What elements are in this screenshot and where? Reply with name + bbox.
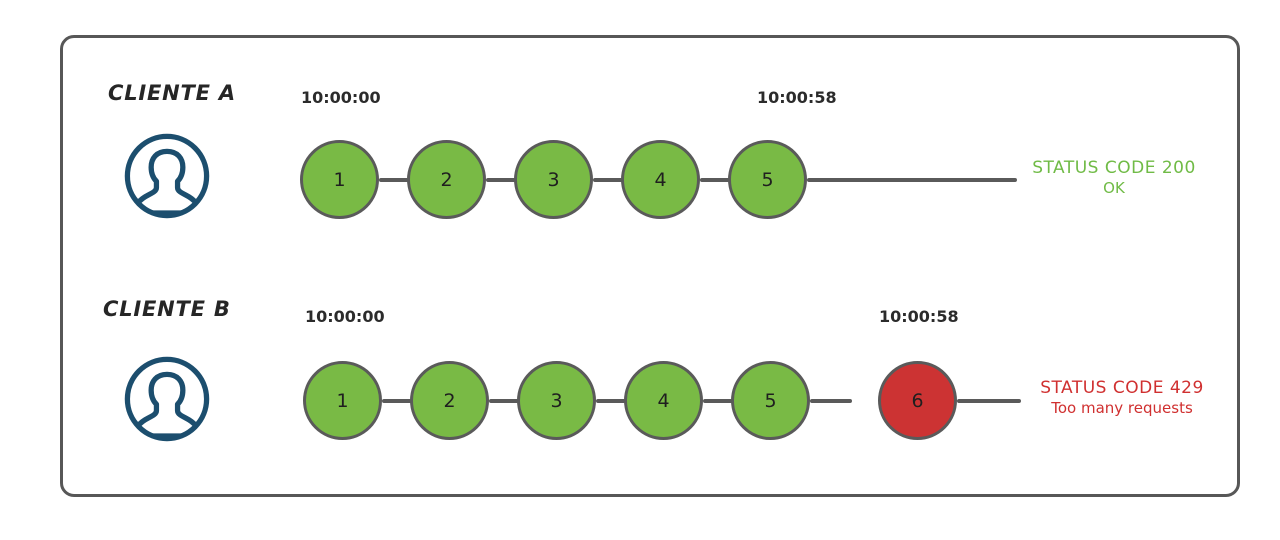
client-label-a: CLIENTE A [108, 81, 236, 105]
connector-a-tail [807, 178, 1017, 182]
request-node-label: 1 [333, 168, 346, 191]
request-node-label: 4 [657, 389, 670, 412]
user-avatar-icon [123, 355, 211, 443]
request-node-label: 6 [911, 389, 924, 412]
request-node[interactable]: 2 [407, 140, 486, 219]
connector-b-4 [703, 399, 745, 403]
timestamp-start-b: 10:00:00 [305, 307, 385, 326]
connector-b-5 [810, 399, 852, 403]
request-node[interactable]: 4 [621, 140, 700, 219]
request-node-label: 1 [336, 389, 349, 412]
status-code-a: STATUS CODE 200 [1032, 158, 1196, 178]
timestamp-start-a: 10:00:00 [301, 88, 381, 107]
connector-b-3 [596, 399, 638, 403]
client-label-b: CLIENTE B [103, 297, 231, 321]
connector-b-1 [382, 399, 424, 403]
request-node-label: 4 [654, 168, 667, 191]
request-node[interactable]: 1 [303, 361, 382, 440]
request-node[interactable]: 3 [514, 140, 593, 219]
request-node[interactable]: 5 [731, 361, 810, 440]
status-detail-a: OK [1103, 178, 1125, 197]
client-row-a: CLIENTE A 10:00:00 10:00:58 1 2 3 [0, 0, 1280, 219]
connector-a-1 [379, 178, 421, 182]
connector-a-3 [593, 178, 635, 182]
request-node[interactable]: 2 [410, 361, 489, 440]
connector-a-4 [700, 178, 742, 182]
request-node[interactable]: 4 [624, 361, 703, 440]
user-avatar-icon [123, 132, 211, 220]
status-detail-b: Too many requests [1051, 398, 1193, 417]
request-node[interactable]: 3 [517, 361, 596, 440]
timestamp-end-b: 10:00:58 [879, 307, 959, 326]
request-node[interactable]: 1 [300, 140, 379, 219]
request-node-label: 5 [761, 168, 774, 191]
status-code-b: STATUS CODE 429 [1040, 378, 1204, 398]
request-node-label: 5 [764, 389, 777, 412]
connector-a-2 [486, 178, 528, 182]
status-message-a: STATUS CODE 200 OK [1024, 158, 1204, 197]
request-node-label: 3 [547, 168, 560, 191]
client-row-b: CLIENTE B 10:00:00 10:00:58 1 2 3 [0, 0, 1280, 442]
request-node-label: 2 [440, 168, 453, 191]
connector-b-2 [489, 399, 531, 403]
request-node[interactable]: 5 [728, 140, 807, 219]
request-node-label: 2 [443, 389, 456, 412]
request-node-blocked[interactable]: 6 [878, 361, 957, 440]
timestamp-end-a: 10:00:58 [757, 88, 837, 107]
connector-b-tail [957, 399, 1021, 403]
status-message-b: STATUS CODE 429 Too many requests [1024, 378, 1220, 417]
request-node-label: 3 [550, 389, 563, 412]
